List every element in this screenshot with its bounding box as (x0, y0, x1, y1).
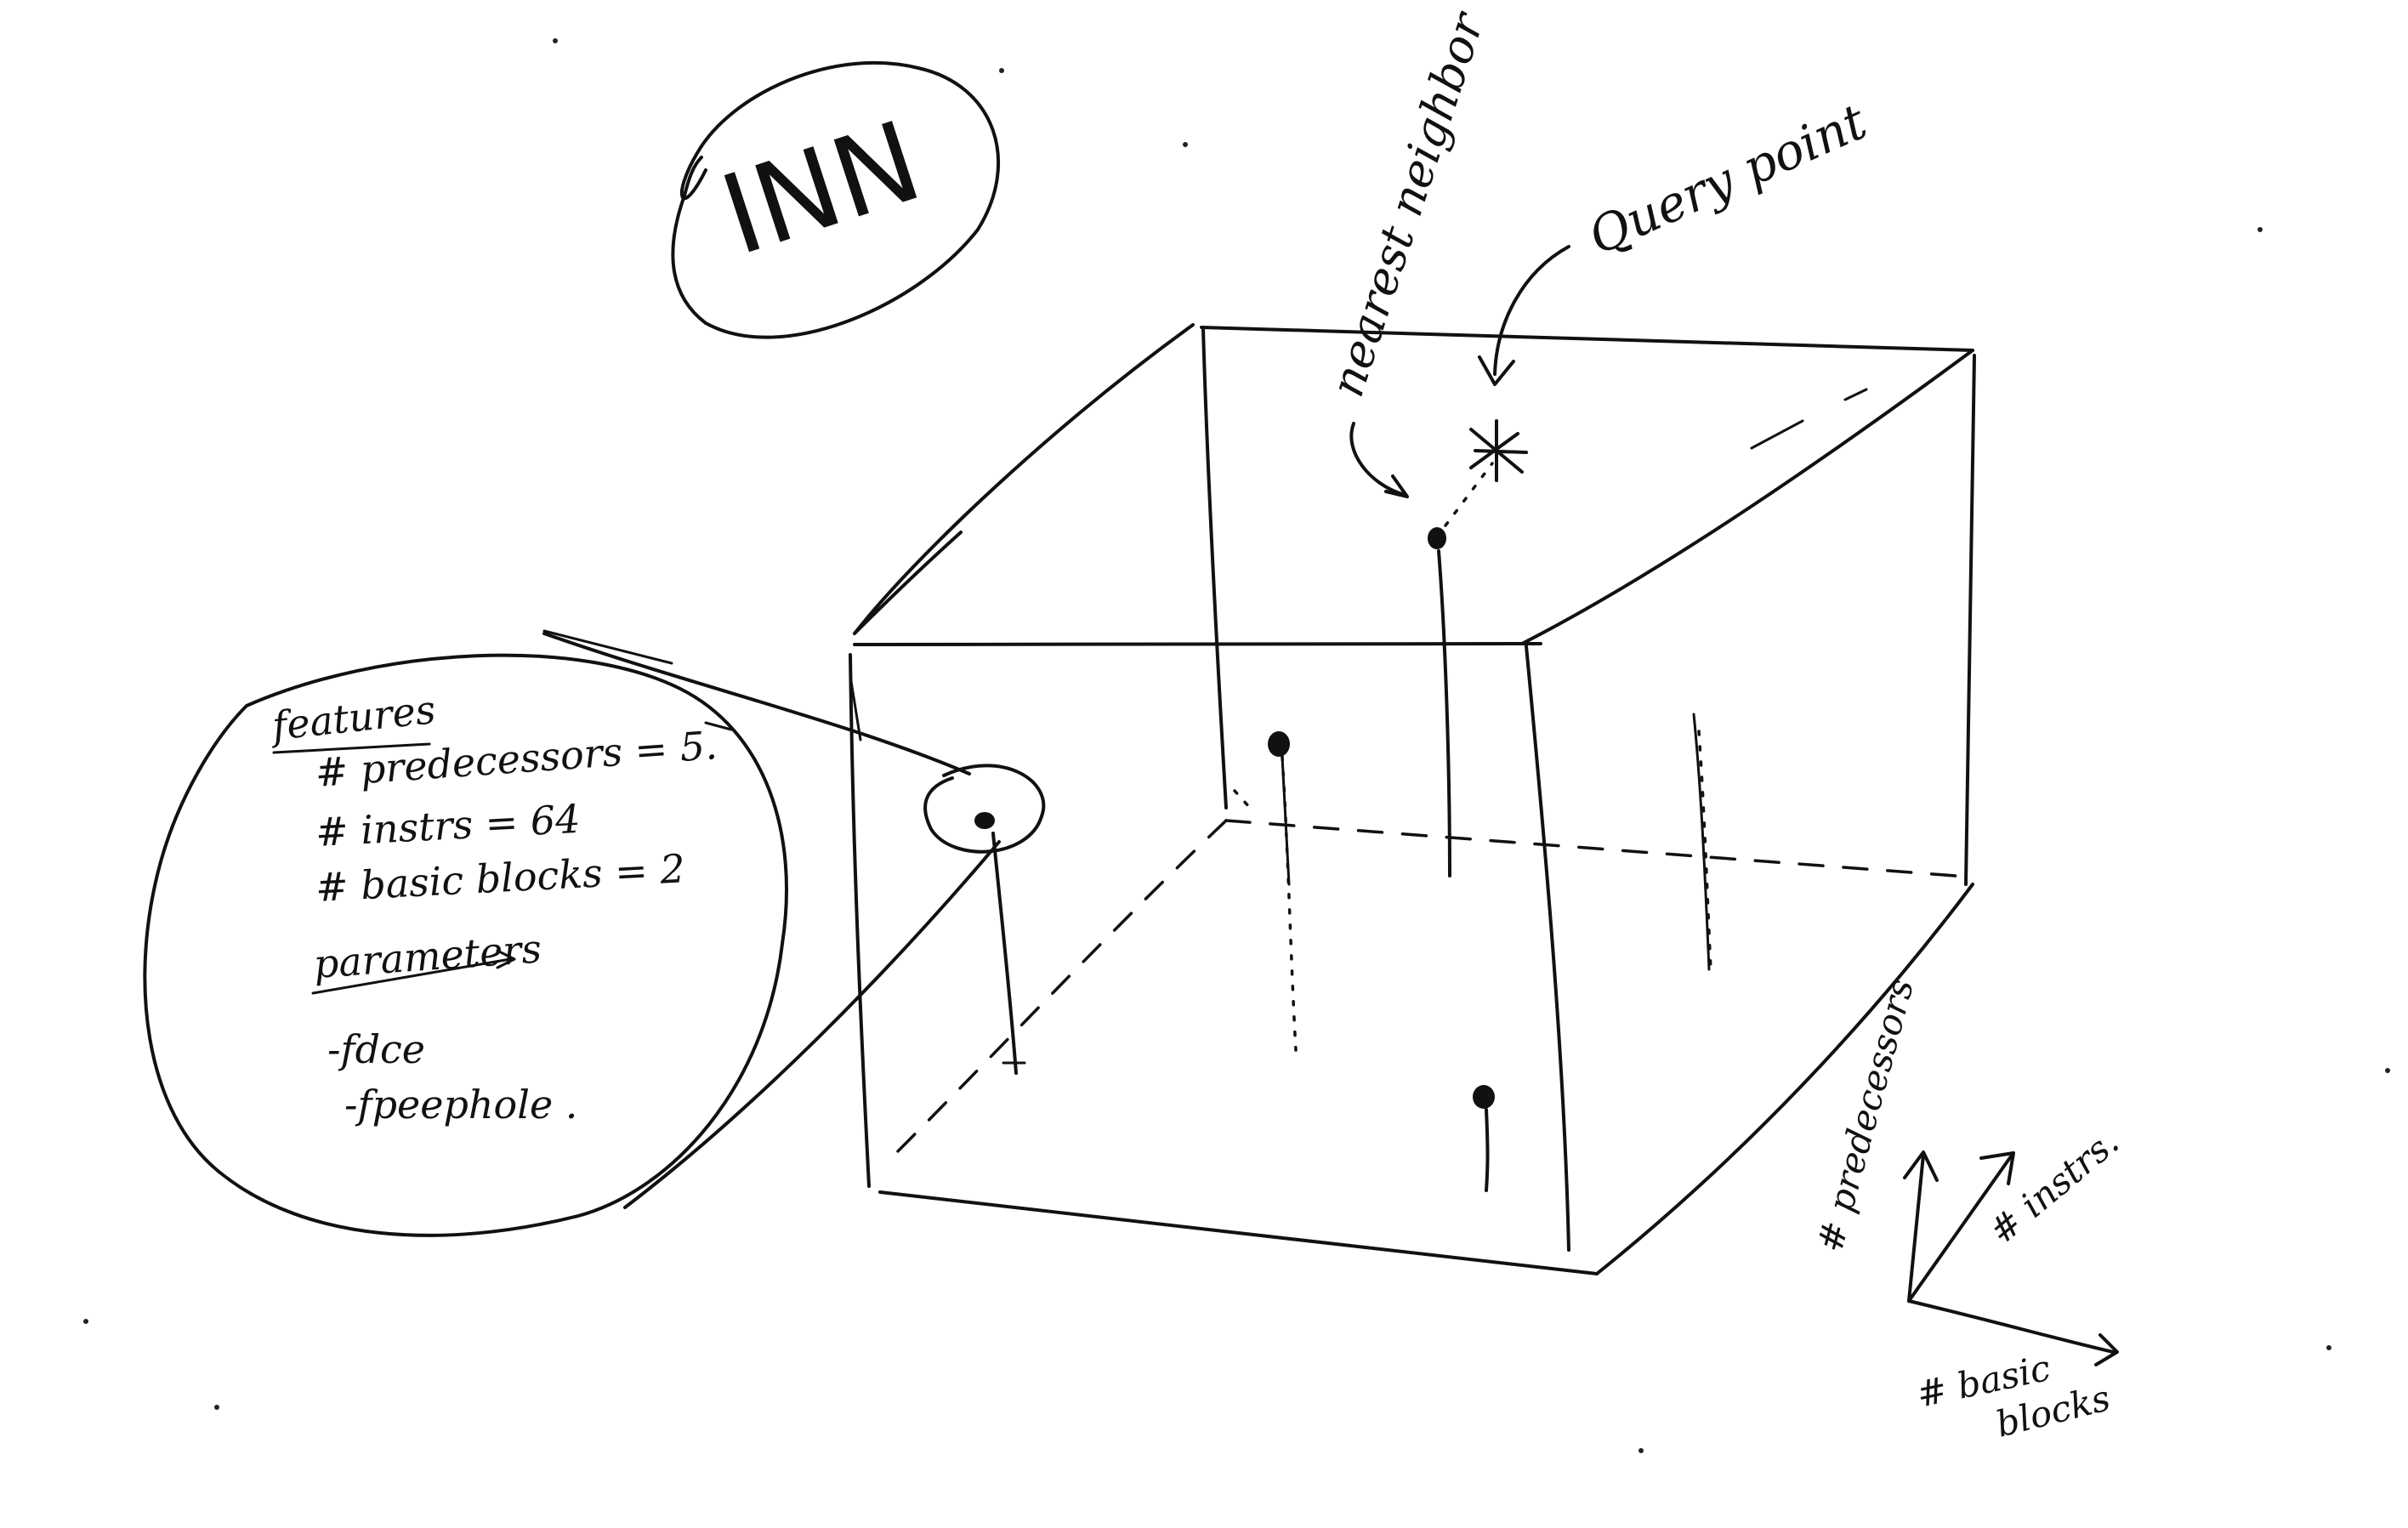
query-point-label: Query point (1580, 92, 1875, 266)
parameter-fpeephole: -fpeephole . (344, 1082, 577, 1128)
callout-content: features # predecessors = 5. # instrs = … (268, 686, 719, 1128)
page-title: INN (707, 96, 935, 281)
nearest-neighbor-point (1428, 527, 1446, 549)
data-point (1268, 731, 1290, 757)
axis-vertical (1909, 1155, 1923, 1301)
cube-frame (850, 325, 1974, 1274)
data-points (925, 527, 1711, 1190)
highlighted-point-loop (925, 765, 1043, 851)
parameter-fdce: -fdce (327, 1026, 425, 1072)
features-heading: features (268, 686, 438, 749)
axis-diagonal-label: # instrs. (1981, 1121, 2127, 1253)
nearest-neighbor-label: nearest neighbor (1320, 4, 1495, 403)
highlighted-point (974, 812, 995, 829)
axis-horizontal (1909, 1301, 2113, 1352)
data-point (1473, 1085, 1495, 1109)
query-point-arrow (1495, 247, 1569, 374)
query-point-star (1445, 421, 1526, 525)
feature-instrs: # instrs = 64 (315, 796, 582, 855)
feature-basic-blocks: # basic blocks = 2 (315, 845, 686, 911)
